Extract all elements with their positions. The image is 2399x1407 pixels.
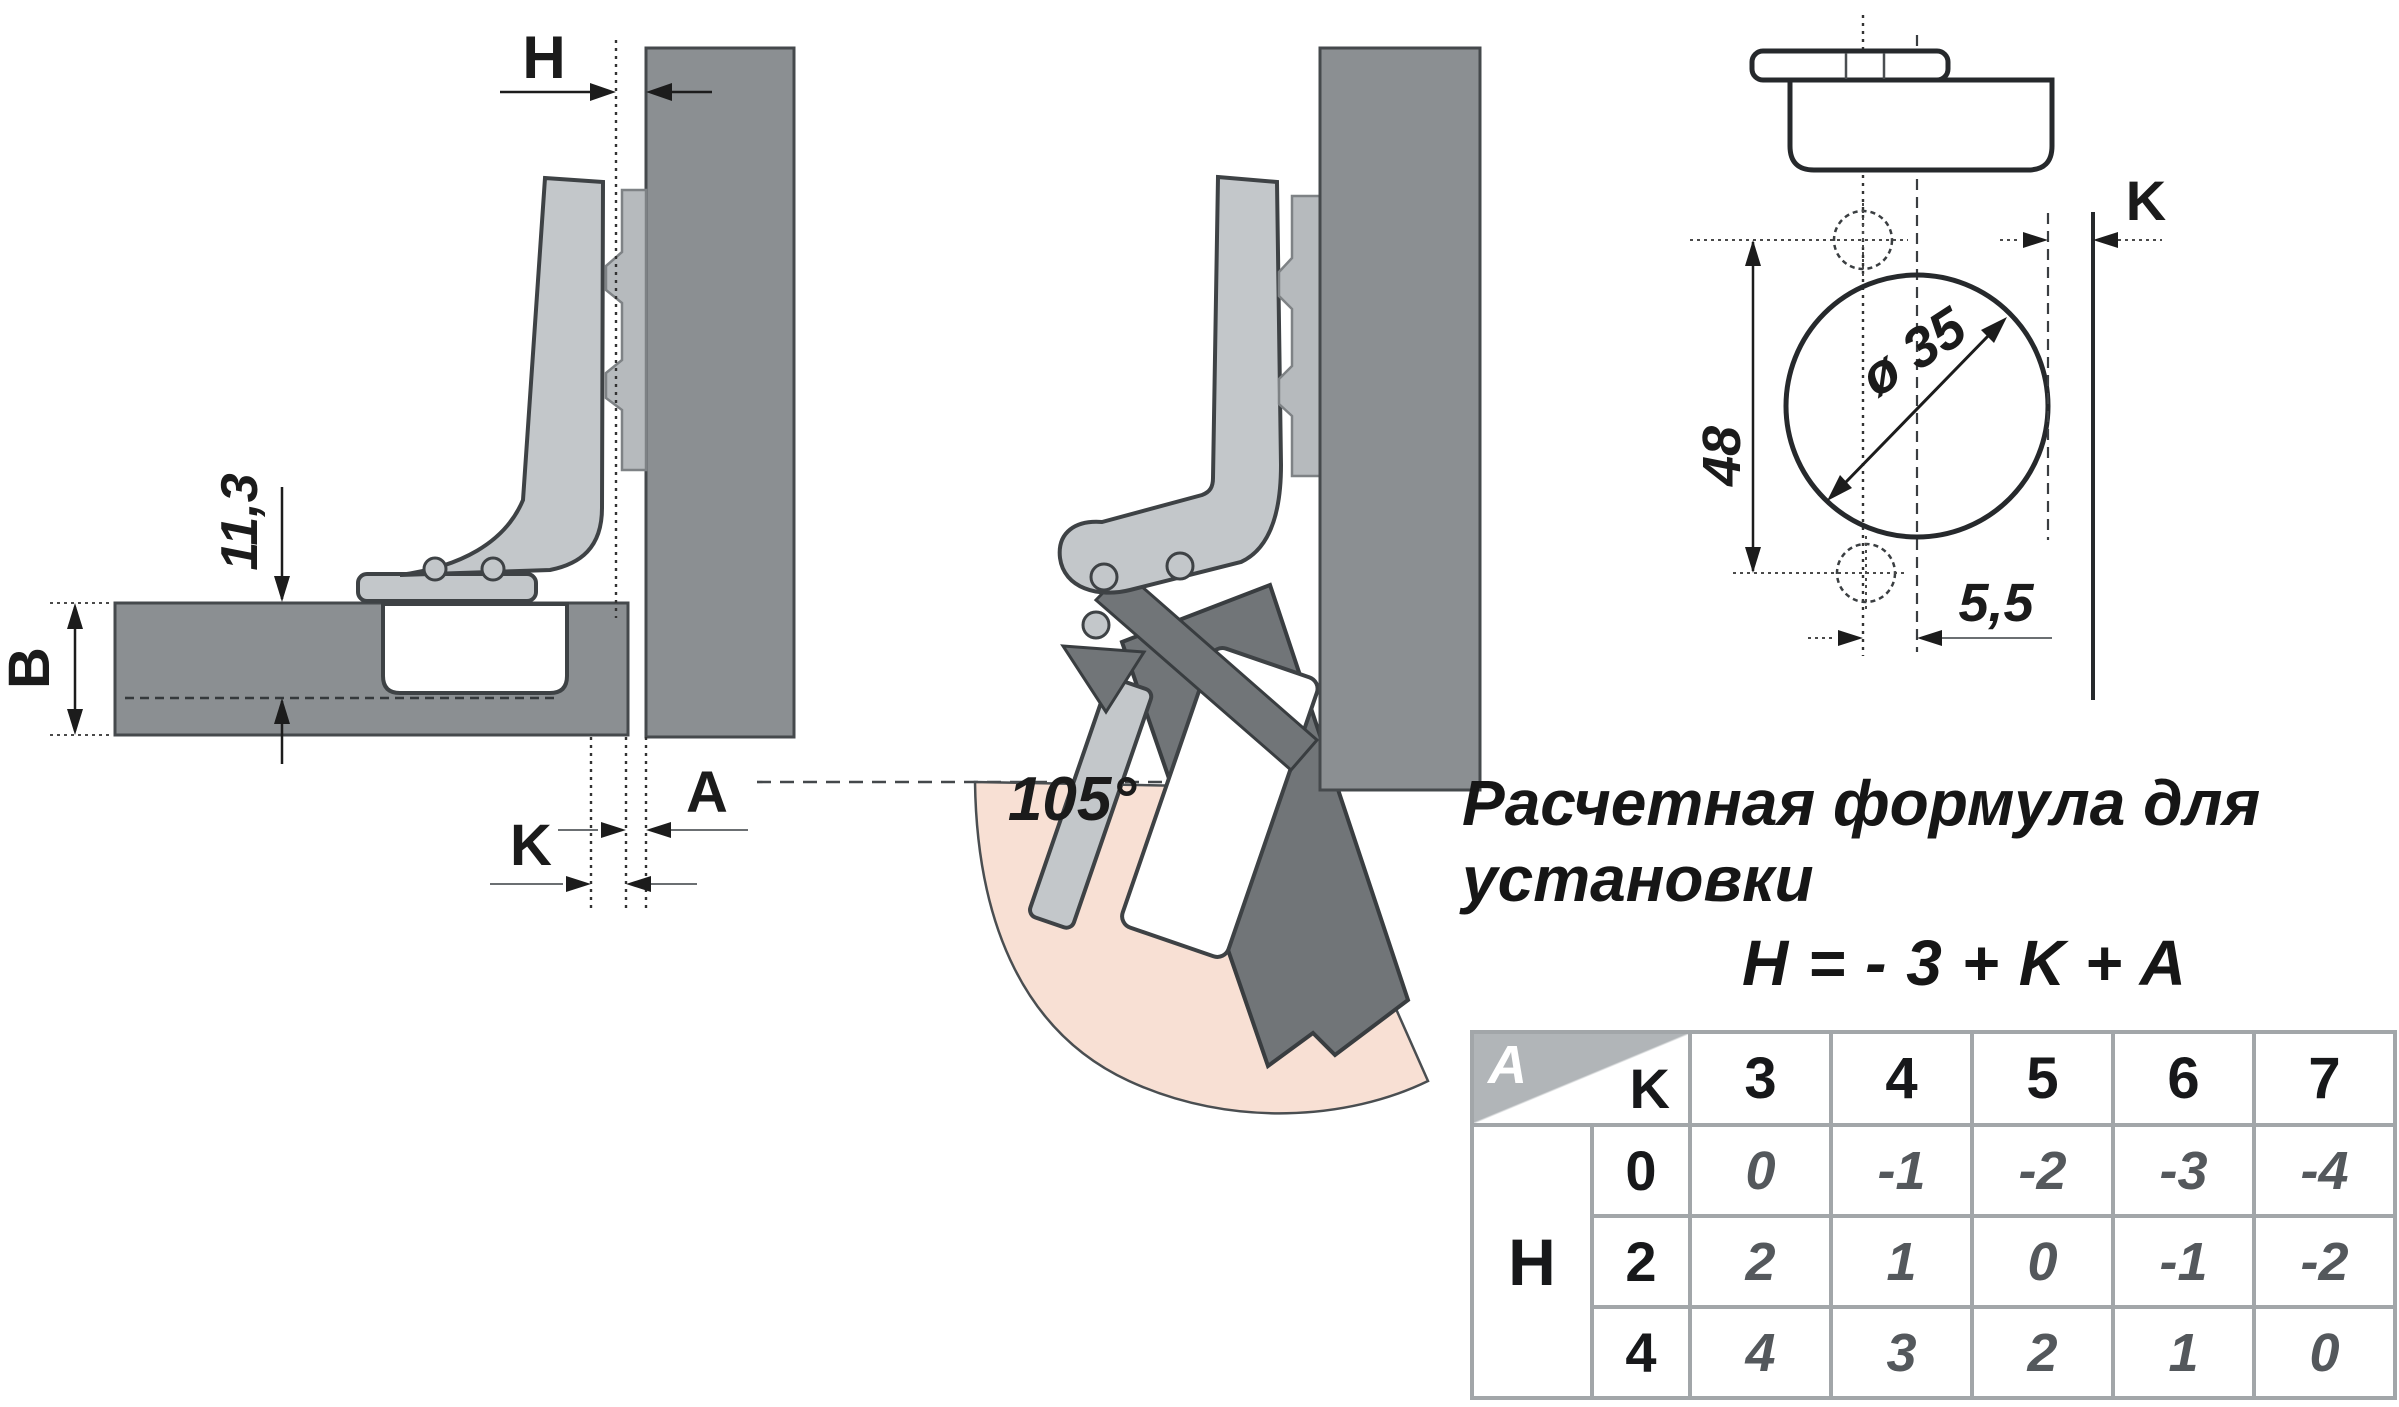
opening-angle-label: 105° [1007,765,1137,834]
table-value: -1 [1829,1123,1974,1218]
column-header: 3 [1688,1030,1833,1127]
table-value: -1 [2111,1214,2256,1309]
row-header: 4 [1590,1305,1692,1400]
table-value: 1 [1829,1214,1974,1309]
rivet [1089,562,1119,592]
table-row: H 0 0 -1 -2 -3 -4 [1470,1123,2397,1400]
cup-bore-cutout [381,602,569,695]
dim-label-screw-offset: 5,5 [1958,573,2034,633]
table-row: 4 4 3 2 1 0 [1472,1305,2397,1400]
cup-flange [356,572,538,603]
dim-label-b: B [0,647,62,689]
rivet [480,556,506,582]
dim-label-hole-spacing: 48 [1692,425,1752,487]
adjustment-table: A K 3 4 5 6 7 H 0 0 -1 -2 -3 -4 2 2 1 0 … [1470,1030,2397,1400]
table-value: 0 [1688,1123,1833,1218]
hinge-arm [1057,174,1284,595]
table-value: -2 [2252,1214,2397,1309]
table-value: 1 [2111,1305,2256,1400]
dim-label-h: H [522,24,566,91]
dim-label-k: K [510,813,552,878]
table-value: 3 [1829,1305,1974,1400]
table-value: -2 [1970,1123,2115,1218]
row-header: 0 [1590,1123,1692,1218]
cup-hole-circle [1783,272,2051,540]
mounting-plate [604,188,648,472]
table-value: 0 [1970,1214,2115,1309]
rivet [422,556,448,582]
rivet [1165,551,1195,581]
dim-label-a: A [686,760,728,825]
table-value: -3 [2111,1123,2256,1218]
cabinet-side-panel [1318,46,1482,792]
table-value: 2 [1970,1305,2115,1400]
table-header-row: A K 3 4 5 6 7 [1470,1030,2397,1127]
cup-flange [1028,676,1154,930]
column-header: 6 [2111,1030,2256,1127]
mounting-plate [1277,194,1324,478]
cup-profile [1787,77,2055,173]
table-value: 2 [1688,1214,1833,1309]
drilling-pattern-diagram [1690,15,2162,700]
hinge-link [1060,644,1147,715]
table-value: -4 [2252,1123,2397,1218]
open-hinge-diagram [757,46,1482,1115]
table-value: 4 [1688,1305,1833,1400]
hinge-arm [399,175,606,577]
corner-label-k: K [1629,1057,1670,1120]
dim-label-k-drill: K [2125,169,2167,232]
row-header: 2 [1590,1214,1692,1309]
formula-title: Расчетная формула для установки [1462,767,2261,915]
cabinet-side-panel [644,46,796,739]
cup-flange-profile [1749,48,1951,83]
table-row: 2 2 1 0 -1 -2 [1472,1214,2397,1309]
rivet [1081,610,1111,640]
closed-hinge-diagram [50,40,796,912]
table-corner-cell: A K [1470,1030,1692,1127]
column-header: 5 [1970,1030,2115,1127]
dim-label-cup-depth: 11,3 [211,473,269,571]
installation-formula: H = - 3 + K + A [1742,927,2187,999]
corner-label-a: A [1488,1035,1527,1095]
column-header: 7 [2252,1030,2397,1127]
table-value: 0 [2252,1305,2397,1400]
side-label-h: H [1470,1123,1594,1400]
column-header: 4 [1829,1030,1974,1127]
